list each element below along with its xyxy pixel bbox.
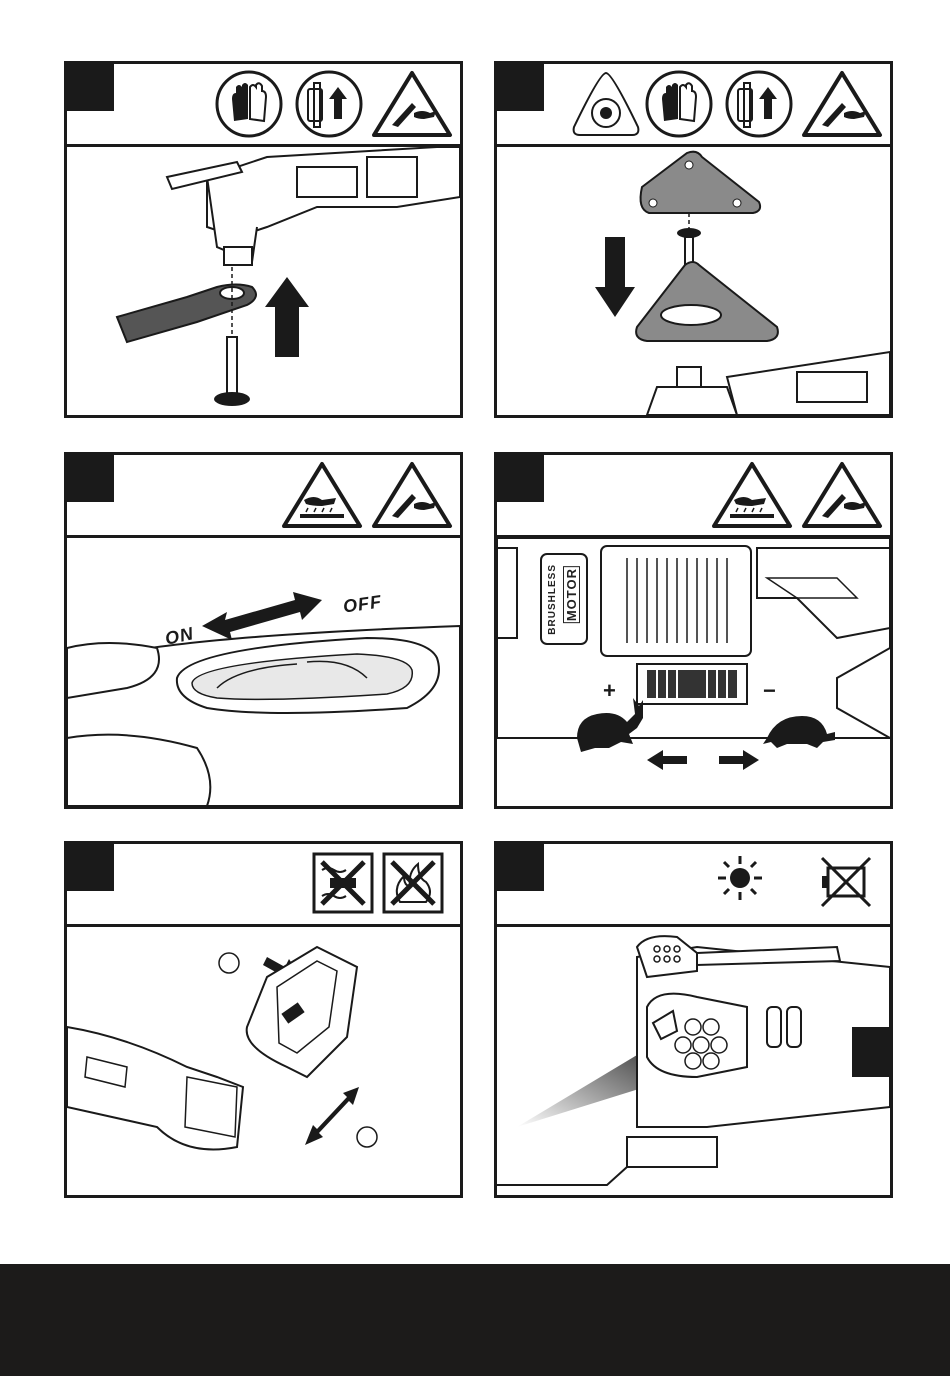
sanding-pad-icon bbox=[568, 69, 644, 139]
led-sun-icon bbox=[716, 854, 764, 902]
gloves-icon bbox=[644, 69, 714, 139]
step-number-box bbox=[497, 455, 544, 502]
lock-lever-up-icon bbox=[724, 69, 794, 139]
no-water-disposal-icon bbox=[312, 852, 374, 914]
led-light-illustration bbox=[497, 927, 890, 1195]
hot-surface-warning-icon bbox=[280, 460, 364, 530]
callout-circle-b bbox=[357, 1127, 377, 1147]
panel-header bbox=[497, 455, 890, 538]
battery-illustration bbox=[67, 927, 460, 1195]
callout-circle-a bbox=[219, 953, 239, 973]
step-panel-sanding-pad bbox=[494, 61, 893, 418]
gloves-icon bbox=[214, 69, 284, 139]
cut-hazard-warning-icon bbox=[800, 460, 884, 530]
step-panel-battery bbox=[64, 841, 463, 1198]
cut-hazard-warning-icon bbox=[370, 69, 454, 139]
step-panel-led-light bbox=[494, 841, 893, 1198]
no-fire-disposal-icon bbox=[382, 852, 444, 914]
panel-header bbox=[67, 455, 460, 538]
switch-illustration bbox=[67, 538, 460, 806]
speed-plus-label: + bbox=[603, 678, 616, 704]
page-footer-bar bbox=[0, 1264, 950, 1376]
brushless-label: BRUSHLESS bbox=[547, 564, 558, 635]
panel-header bbox=[67, 844, 460, 927]
step-panel-blade-attach bbox=[64, 61, 463, 418]
step-number-box bbox=[67, 844, 114, 891]
lock-lever-up-icon bbox=[294, 69, 364, 139]
blade-attach-illustration bbox=[67, 147, 460, 415]
panel-header bbox=[497, 844, 890, 927]
speed-minus-label: − bbox=[763, 678, 776, 704]
panel-header bbox=[67, 64, 460, 147]
cut-hazard-warning-icon bbox=[370, 460, 454, 530]
step-panel-power-switch: ON OFF bbox=[64, 452, 463, 809]
step-number-box bbox=[497, 64, 544, 111]
step-number-box bbox=[67, 455, 114, 502]
panel-header bbox=[497, 64, 890, 147]
motor-label: MOTOR bbox=[563, 566, 580, 623]
cut-hazard-warning-icon bbox=[800, 69, 884, 139]
step-panel-speed-control: BRUSHLESS MOTOR + − bbox=[494, 452, 893, 809]
step-number-box bbox=[67, 64, 114, 111]
battery-crossed-icon bbox=[818, 854, 874, 910]
step-number-box bbox=[497, 844, 544, 891]
hot-surface-warning-icon bbox=[710, 460, 794, 530]
sanding-pad-illustration bbox=[497, 147, 890, 415]
